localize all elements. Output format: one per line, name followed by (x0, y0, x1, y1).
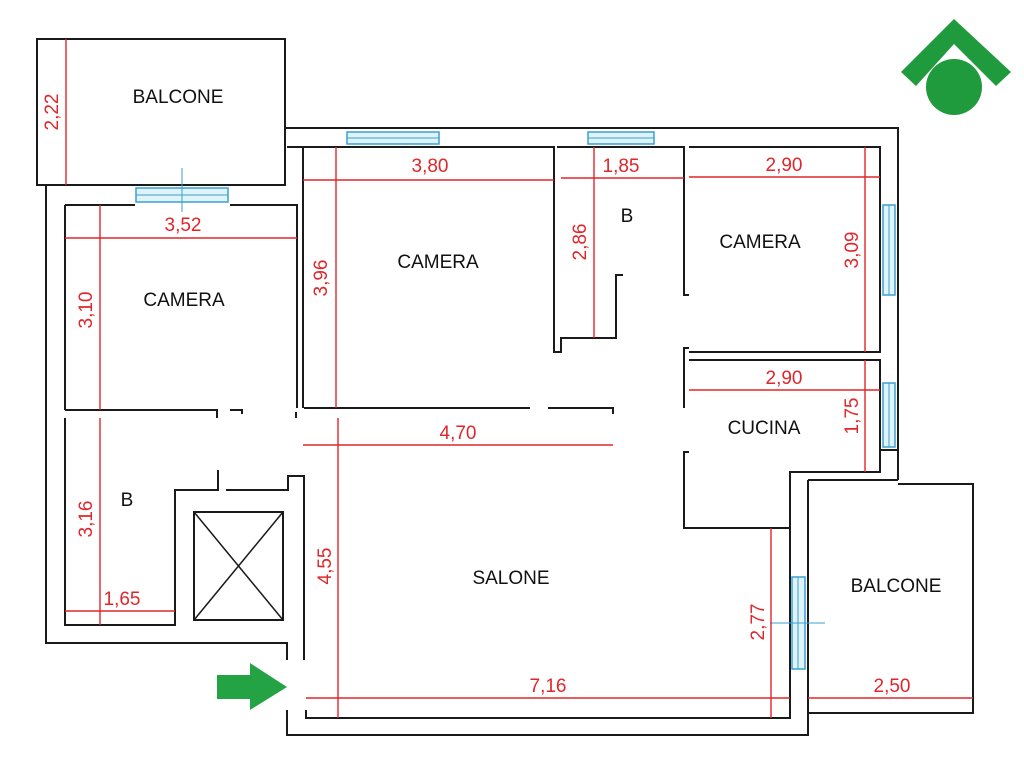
dim-bagno-top-h: 2,86 (570, 224, 591, 261)
dimension-labels: 2,22 3,52 3,10 3,80 3,96 1,85 2,86 2,90 … (42, 94, 910, 697)
dim-cucina-h: 1,75 (842, 398, 863, 435)
dim-camera-center-h: 3,96 (311, 260, 332, 297)
room-label-balcone-top: BALCONE (133, 87, 224, 108)
dim-bagno-top-w: 1,85 (603, 156, 640, 177)
dim-camera-right-w: 2,90 (766, 155, 803, 176)
elevator-shaft (193, 511, 284, 621)
dim-camera-center-w: 3,80 (412, 156, 449, 177)
outer-walls (45, 127, 899, 736)
balcone-right (808, 483, 974, 714)
dim-cucina-w: 2,90 (766, 368, 803, 389)
dim-salone-h2: 2,77 (748, 604, 769, 641)
dim-balcone-right-w: 2,50 (874, 676, 911, 697)
dim-camera-left-w: 3,52 (165, 215, 202, 236)
room-label-salone: SALONE (472, 568, 549, 589)
dimension-lines (65, 39, 973, 718)
dim-salone-w: 7,16 (530, 676, 567, 697)
room-label-balcone-right: BALCONE (851, 576, 942, 597)
room-labels: BALCONE CAMERA CAMERA B CAMERA CUCINA B … (121, 87, 942, 597)
windows (135, 131, 896, 670)
dim-bagno-left-h: 3,16 (76, 501, 97, 538)
room-label-bagno-left: B (121, 490, 134, 511)
room-label-camera-right: CAMERA (719, 232, 801, 253)
dim-corridor-w: 4,70 (440, 423, 477, 444)
balcone-top (36, 38, 286, 186)
room-label-camera-center: CAMERA (397, 252, 479, 273)
house-roof-circle-logo (901, 19, 1011, 115)
dim-balcone-top-h: 2,22 (42, 94, 63, 131)
dim-bagno-left-w: 1,65 (104, 589, 141, 610)
dim-camera-left-h: 3,10 (76, 292, 97, 329)
dim-salone-h: 4,55 (315, 548, 336, 585)
dim-camera-right-h: 3,09 (842, 232, 863, 269)
room-label-cucina: CUCINA (728, 418, 801, 439)
room-label-camera-left: CAMERA (143, 290, 225, 311)
room-label-bagno-top: B (621, 206, 634, 227)
green-arrow-right-icon (217, 663, 287, 710)
